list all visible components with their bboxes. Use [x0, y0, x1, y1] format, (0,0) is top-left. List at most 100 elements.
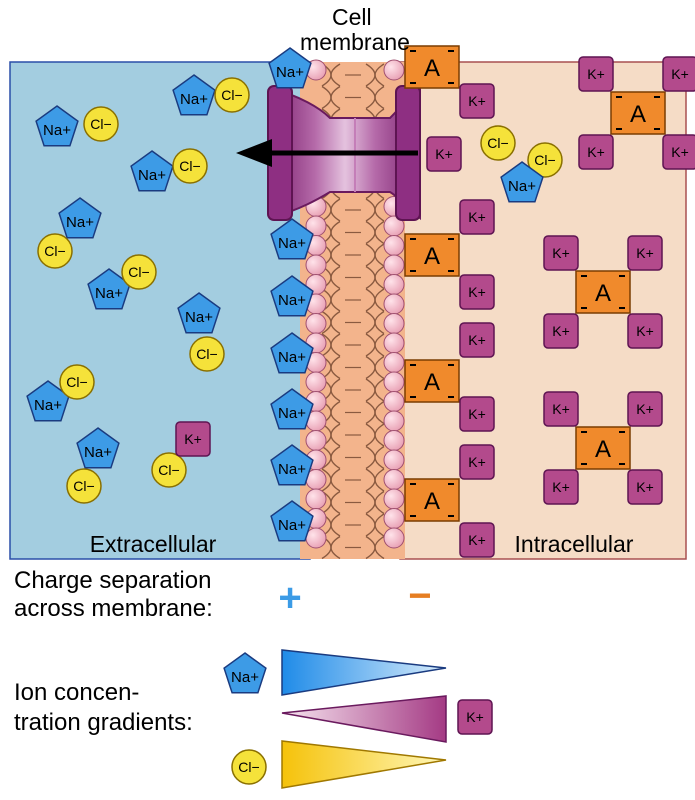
na-label: Na+ [138, 167, 166, 184]
anion-label: A [630, 101, 646, 128]
lipid-tail [374, 378, 385, 402]
lipid-tail [330, 310, 341, 335]
lipid-tail [374, 243, 385, 267]
k-ion: K+ [459, 83, 495, 119]
k-ion: K+ [627, 469, 663, 505]
lipid-head [305, 488, 327, 510]
lipid-tail [374, 490, 385, 515]
k-label: K+ [552, 401, 570, 417]
lipid-tail [330, 265, 341, 290]
lipid-head [383, 235, 405, 256]
lipid-tail [374, 513, 385, 537]
lipid-tail [374, 310, 385, 335]
circle-icon [172, 148, 208, 184]
pentagon-icon [268, 47, 312, 89]
k-label: K+ [468, 209, 486, 225]
lipid-tail [374, 468, 385, 492]
k-ion: K+ [578, 56, 614, 92]
lipid-head [305, 371, 327, 393]
cl-label: Cl− [66, 374, 87, 390]
k-ion: K+ [459, 199, 495, 235]
lipid-tail [330, 198, 341, 222]
na-gradient-wedge [281, 649, 447, 696]
cl-label: Cl− [196, 346, 217, 362]
k-ion: K+ [627, 391, 663, 427]
lipid-head [383, 410, 405, 432]
cl-ion: Cl− [37, 233, 73, 269]
na-ion: Na+ [130, 150, 174, 192]
circle-icon [527, 142, 563, 178]
lipid-tail [330, 378, 341, 402]
k-label: K+ [671, 66, 689, 82]
anion: A [404, 45, 460, 89]
square-icon [610, 91, 666, 135]
extracellular-label: Extracellular [90, 531, 217, 557]
lipid-tail [374, 400, 385, 425]
k-label: K+ [184, 431, 202, 447]
pentagon-icon [270, 388, 314, 430]
lipid-tail [374, 288, 385, 312]
lipid-tail [330, 288, 341, 312]
rounded-square-icon [662, 134, 695, 170]
anion-label: A [424, 243, 440, 270]
lipid-tail [374, 220, 385, 245]
lipid-tail [330, 63, 341, 87]
ions-layer: Na+Na+Na+Na+Na+Na+Na+Na+Na+Cl−Cl−Cl−Cl−C… [26, 45, 695, 558]
cl-legend-ion: Cl− [231, 749, 267, 785]
lipid-head [383, 508, 405, 529]
lipid-head [383, 274, 405, 295]
anion: A [404, 233, 460, 277]
na-ion: Na+ [87, 268, 131, 310]
lipid-head [383, 313, 405, 334]
lipid-tail [374, 535, 385, 560]
k-label: K+ [636, 479, 654, 495]
na-ion: Na+ [270, 218, 314, 260]
k-label: K+ [587, 144, 605, 160]
anion: A [575, 426, 631, 470]
membrane-title: Cell membrane [300, 4, 410, 55]
cl-label: Cl− [221, 87, 242, 103]
k-label: K+ [671, 144, 689, 160]
circle-icon [151, 452, 187, 488]
anion-label: A [424, 488, 440, 515]
rounded-square-icon [457, 699, 493, 735]
circle-icon [214, 77, 250, 113]
lipid-tail [374, 265, 385, 290]
pentagon-icon [270, 275, 314, 317]
pentagon-icon [172, 74, 216, 116]
lipid-tail [330, 468, 341, 492]
rounded-square-icon [662, 56, 695, 92]
k-label: K+ [587, 66, 605, 82]
cl-ion: Cl− [66, 468, 102, 504]
rounded-square-icon [627, 391, 663, 427]
lipid-head [383, 469, 405, 490]
na-ion: Na+ [35, 105, 79, 147]
rounded-square-icon [459, 274, 495, 310]
lipid-tail [330, 333, 341, 357]
circle-icon [121, 254, 157, 290]
k-label: K+ [552, 479, 570, 495]
lipid-tail [330, 355, 341, 380]
lipid-head [383, 293, 405, 315]
lipid-tail [374, 63, 385, 87]
na-label: Na+ [278, 349, 306, 366]
cl-ion: Cl− [480, 125, 516, 161]
na-label: Na+ [43, 122, 71, 139]
na-ion: Na+ [177, 292, 221, 334]
circle-icon [37, 233, 73, 269]
square-icon [575, 270, 631, 314]
k-label: K+ [468, 93, 486, 109]
rounded-square-icon [459, 396, 495, 432]
lipid-tail [330, 220, 341, 245]
rounded-square-icon [543, 391, 579, 427]
pentagon-icon [270, 444, 314, 486]
pentagon-icon [270, 218, 314, 260]
plus-sign: + [278, 576, 301, 620]
na-label: Na+ [185, 309, 213, 326]
rounded-square-icon [459, 444, 495, 480]
na-label: Na+ [34, 397, 62, 414]
na-ion: Na+ [270, 332, 314, 374]
k-ion: K+ [175, 421, 211, 457]
square-icon [404, 45, 460, 89]
k-ion: K+ [459, 444, 495, 480]
